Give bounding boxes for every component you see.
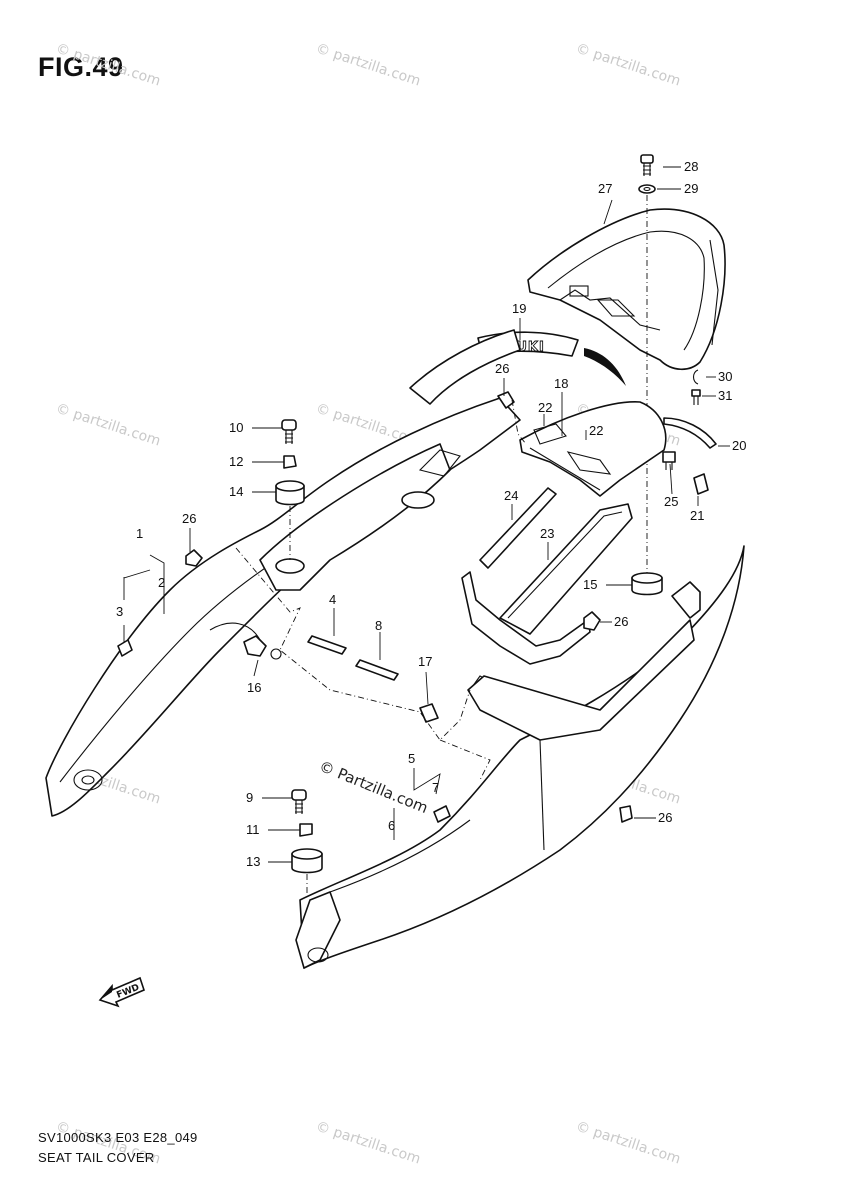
watermark: © partzilla.com [54, 401, 163, 450]
callout-27: 27 [598, 181, 612, 196]
part-4-strip[interactable] [307, 635, 347, 655]
callout-29: 29 [684, 181, 698, 196]
callout-11: 11 [246, 822, 260, 837]
part-24-rod[interactable] [479, 487, 557, 569]
callout-3: 3 [116, 604, 123, 619]
part-13-grommet[interactable] [291, 848, 323, 874]
assembly-line [439, 739, 491, 781]
part-8-strip[interactable] [355, 659, 399, 681]
callout-labels: 28 29 27 19 30 31 18 22 22 26 20 25 21 2… [116, 159, 746, 869]
watermark: © partzilla.com [574, 1119, 683, 1168]
part-3-pad[interactable] [117, 639, 133, 657]
callout-19: 19 [512, 301, 526, 316]
part-14-grommet[interactable] [275, 480, 305, 506]
part-30-clip[interactable] [692, 369, 699, 385]
part-26-clip-right[interactable] [583, 611, 601, 631]
part-rear-bracket[interactable] [671, 581, 701, 619]
callout-12: 12 [229, 454, 243, 469]
callout-28: 28 [684, 159, 698, 174]
part-20-strip[interactable] [663, 417, 717, 449]
part-9-bolt[interactable] [291, 789, 307, 814]
callout-20: 20 [732, 438, 746, 453]
part-31-screw[interactable] [691, 389, 701, 405]
part-16-clip[interactable] [243, 635, 282, 660]
callout-9: 9 [246, 790, 253, 805]
callout-5: 5 [408, 751, 415, 766]
callout-2: 2 [158, 575, 165, 590]
part-28-bolt[interactable] [640, 154, 654, 176]
figure-footer: SV1000SK3 E03 E28_049 SEAT TAIL COVER [38, 1128, 198, 1168]
watermark: © partzilla.com [574, 41, 683, 90]
part-rear-link[interactable] [467, 619, 695, 741]
callout-23: 23 [540, 526, 554, 541]
callout-7: 7 [432, 780, 439, 795]
part-inner-panel[interactable] [259, 443, 461, 591]
assembly-line [235, 547, 471, 741]
callout-8: 8 [375, 618, 382, 633]
callout-10: 10 [229, 420, 243, 435]
callout-18: 18 [554, 376, 568, 391]
callout-22b: 22 [589, 423, 603, 438]
part-7-pad[interactable] [433, 805, 451, 823]
callout-31: 31 [718, 388, 732, 403]
callout-21: 21 [690, 508, 704, 523]
part-26-clip-lower[interactable] [619, 805, 633, 823]
callout-26b: 26 [614, 614, 628, 629]
part-26-clip-left[interactable] [185, 549, 203, 567]
callout-25: 25 [664, 494, 678, 509]
part-25-nut[interactable] [662, 451, 676, 470]
watermark: © partzilla.com [314, 1119, 423, 1168]
callout-1: 1 [136, 526, 143, 541]
part-17-clip[interactable] [419, 703, 439, 723]
part-15-grommet[interactable] [631, 572, 663, 596]
callout-4: 4 [329, 592, 336, 607]
part-29-washer[interactable] [638, 184, 656, 194]
part-12-collar[interactable] [283, 455, 297, 469]
figure-name: SEAT TAIL COVER [38, 1150, 155, 1165]
callout-17: 17 [418, 654, 432, 669]
part-21-pad[interactable] [693, 473, 709, 495]
watermark-center: © Partzilla.com [317, 757, 431, 817]
part-27-seat-cowl[interactable] [527, 208, 726, 371]
callout-14: 14 [229, 484, 243, 499]
watermark: © partzilla.com [54, 41, 163, 90]
figure-title: FIG.49 [38, 52, 124, 82]
callout-13: 13 [246, 854, 260, 869]
part-center-rail[interactable] [409, 329, 521, 405]
callout-6: 6 [388, 818, 395, 833]
watermark: © partzilla.com [314, 41, 423, 90]
part-11-collar[interactable] [299, 823, 313, 837]
fwd-label: FWD [115, 983, 141, 1001]
emblem-arrow [584, 348, 626, 386]
callout-26c: 26 [658, 810, 672, 825]
figure-code: SV1000SK3 E03 E28_049 [38, 1130, 198, 1145]
callout-22: 22 [538, 400, 552, 415]
callout-26d: 26 [182, 511, 196, 526]
callout-24: 24 [504, 488, 518, 503]
part-10-bolt[interactable] [281, 419, 297, 444]
callout-30: 30 [718, 369, 732, 384]
part-18-lock-cover[interactable] [519, 401, 667, 497]
part-26-clip-top[interactable] [497, 391, 515, 409]
callout-26a: 26 [495, 361, 509, 376]
part-23-bracket[interactable] [461, 503, 633, 665]
assembly-line [511, 399, 527, 445]
forward-arrow-icon: FWD [98, 976, 145, 1008]
leader-lines [123, 166, 730, 863]
callout-16: 16 [247, 680, 261, 695]
watermark-group: © partzilla.com © partzilla.com © partzi… [54, 41, 683, 1168]
callout-15: 15 [583, 577, 597, 592]
